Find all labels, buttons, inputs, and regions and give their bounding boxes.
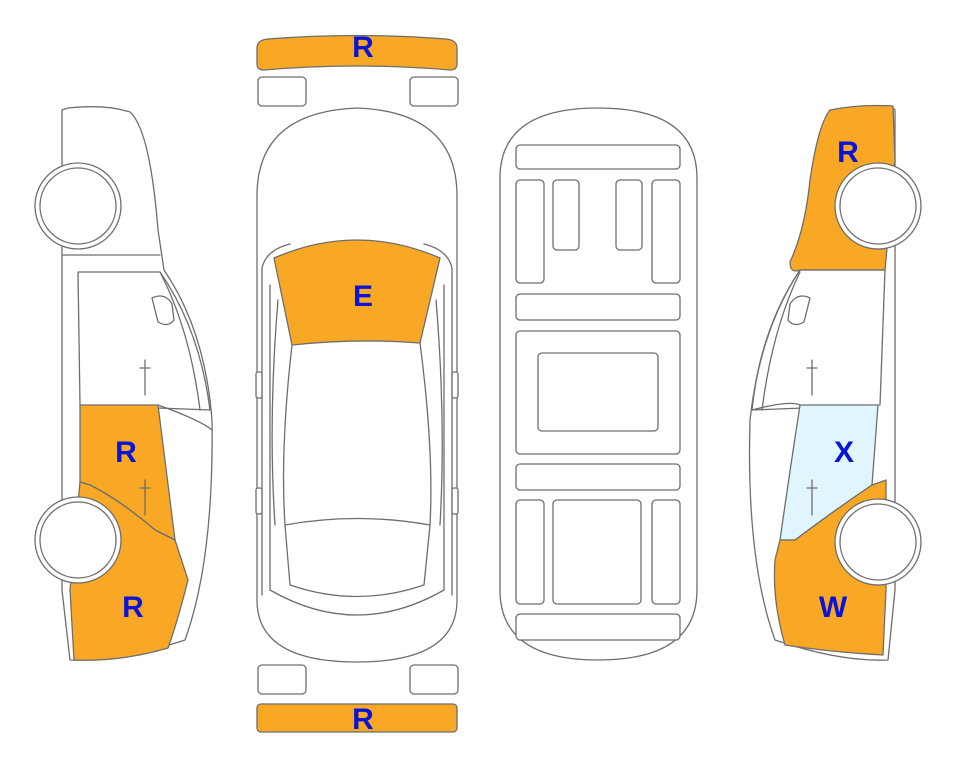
left-rear-wheel bbox=[34, 496, 122, 584]
left-side-view bbox=[34, 106, 213, 661]
right-rear-wheel bbox=[834, 498, 922, 586]
right-front-fender-code: R bbox=[837, 136, 859, 169]
top-body-outline bbox=[256, 107, 458, 663]
left-rear-door-code: R bbox=[115, 436, 137, 469]
right-front-wheel bbox=[834, 162, 922, 250]
rear-right-light bbox=[409, 664, 459, 695]
right-side-view bbox=[748, 104, 922, 661]
rear-bumper-panel[interactable] bbox=[256, 703, 458, 733]
left-rear-quarter-code: R bbox=[122, 591, 144, 624]
rear-bumper-code: R bbox=[352, 703, 374, 736]
hood-panel[interactable] bbox=[273, 239, 441, 346]
top-view bbox=[255, 34, 459, 733]
underside-view bbox=[499, 107, 698, 661]
left-front-wheel bbox=[34, 162, 122, 250]
right-front-door-code: W bbox=[819, 591, 848, 624]
front-bumper-code: R bbox=[352, 31, 374, 64]
hood-code: E bbox=[353, 280, 373, 313]
right-front-door-glass-code: X bbox=[834, 436, 854, 469]
front-left-light bbox=[257, 76, 307, 107]
front-bumper-panel[interactable] bbox=[256, 34, 458, 71]
front-right-light bbox=[409, 76, 459, 107]
rear-left-light bbox=[257, 664, 307, 695]
damage-codes: R E R R R R X W bbox=[115, 31, 859, 736]
